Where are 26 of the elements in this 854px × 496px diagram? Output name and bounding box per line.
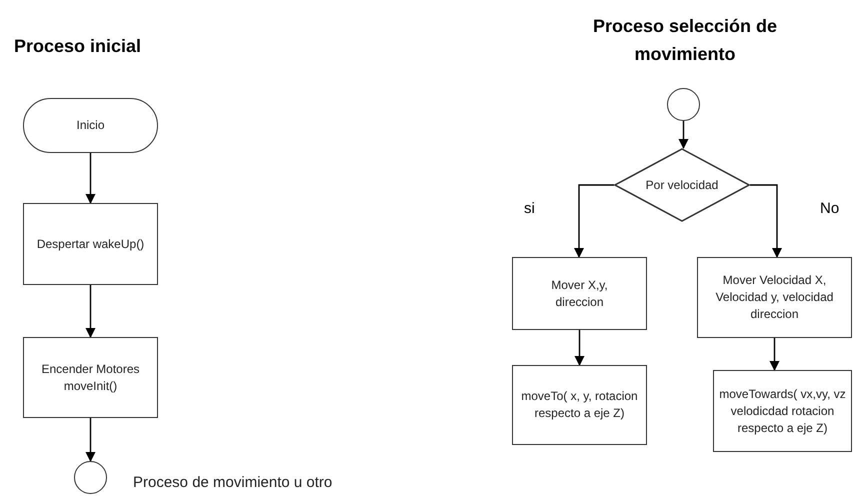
process-box (697, 257, 852, 338)
arrow (750, 184, 782, 258)
process-box (713, 370, 852, 452)
process-box (23, 337, 158, 418)
arrow (678, 121, 688, 149)
node-text: Inicio (76, 117, 104, 134)
arrow (86, 418, 96, 462)
node-text: Encender Motores moveInit() (40, 360, 141, 394)
section-title: Proceso inicial (14, 35, 142, 58)
node-text: Mover Velocidad X, Velocidad y, velocidad direccion (714, 272, 834, 323)
node-text: moveTowards( vx,vy, vz velodicdad rotacion respecto a eje Z) (718, 386, 846, 436)
node-text: Por velocidad (646, 176, 718, 194)
node-text: moveTo( x, y, rotacion respecto a eje Z) (520, 388, 639, 422)
node-text: Despertar wakeUp() (36, 236, 144, 252)
process-box (23, 203, 158, 285)
arrow (86, 153, 96, 204)
arrow (574, 330, 584, 366)
arrow (770, 338, 780, 371)
process-box (512, 257, 647, 330)
process-box (512, 365, 647, 445)
arrow (86, 285, 96, 338)
arrow (574, 184, 614, 258)
node-caption: Proceso de movimiento u otro (133, 474, 332, 492)
decision-diamond (614, 148, 750, 222)
node-text: Mover X,y, direccion (550, 276, 609, 310)
section-title: Proceso selección de movimiento (592, 15, 778, 66)
